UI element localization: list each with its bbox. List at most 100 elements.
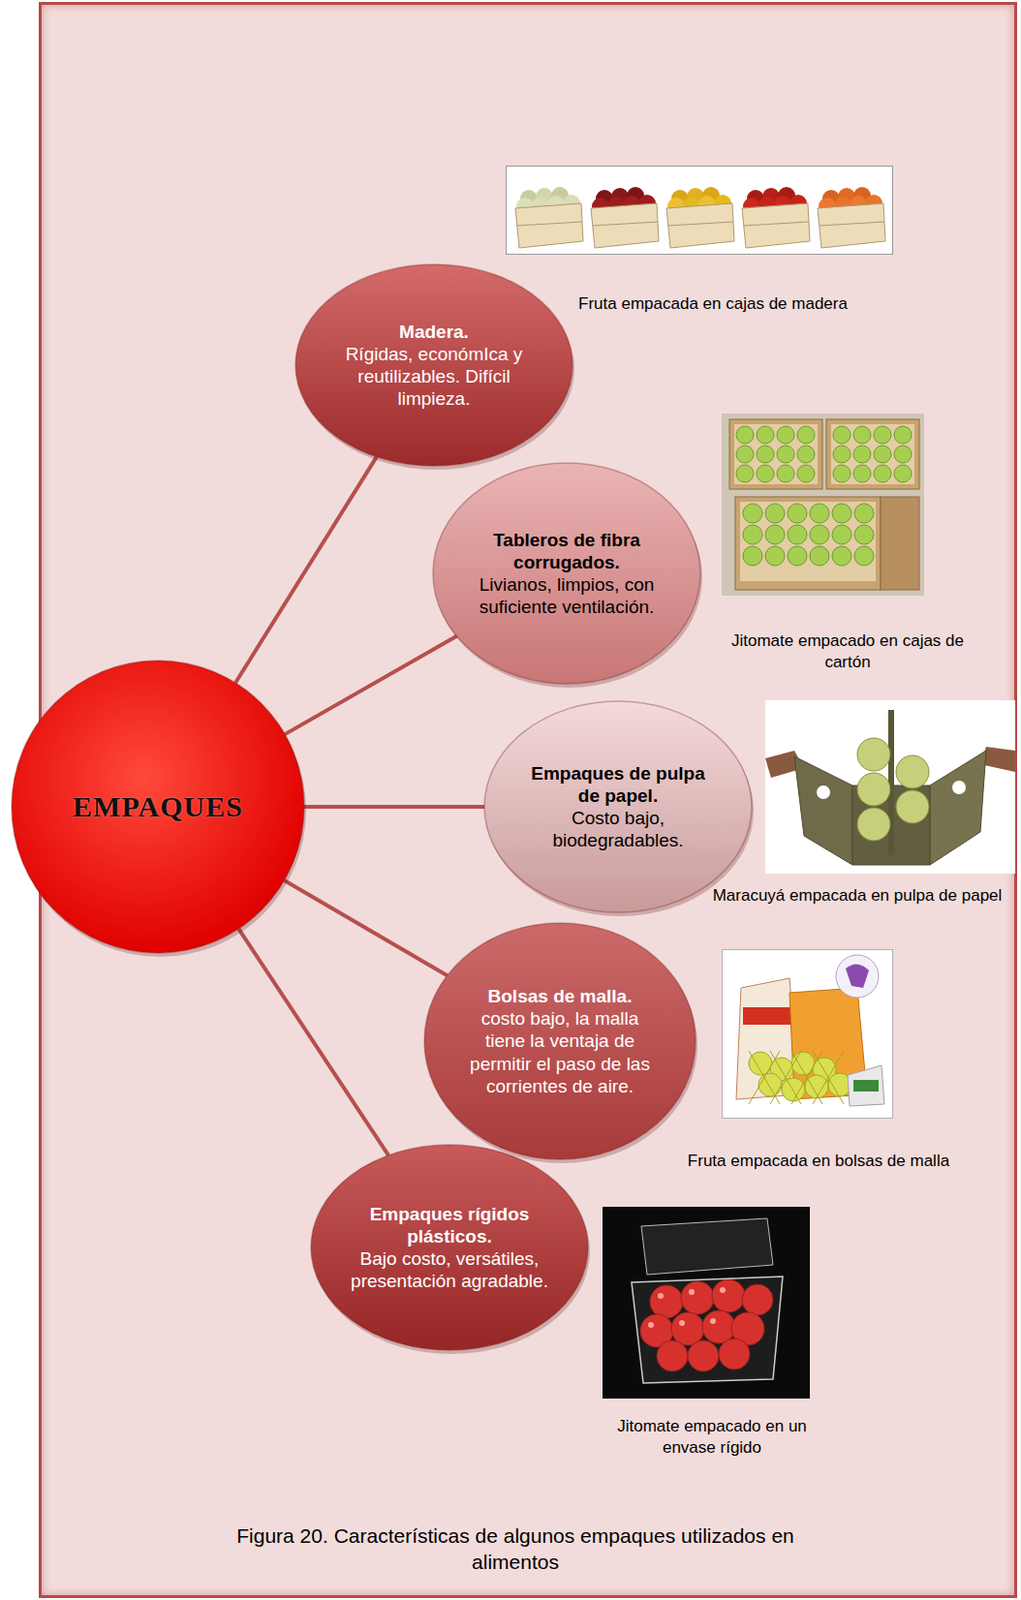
cardboard-box <box>826 419 920 490</box>
cardboard-box <box>873 426 892 444</box>
cardboard-box <box>853 445 871 464</box>
crate <box>590 186 659 248</box>
node-heading: Empaques de pulpa de papel. <box>520 762 717 807</box>
connector-line <box>238 928 389 1156</box>
ellipse-shape <box>431 461 703 686</box>
cardboard-box <box>740 501 876 582</box>
cardboard-box <box>873 464 892 483</box>
tray-side <box>794 756 853 866</box>
shape-fill <box>310 1144 588 1351</box>
photo-caption: Fruta empacada en bolsas de malla <box>678 1150 960 1173</box>
rigid-container-photo <box>602 1206 810 1399</box>
cardboard-box <box>736 426 754 444</box>
cardboard-box <box>809 525 830 545</box>
cardboard-box <box>831 424 915 485</box>
cardboard-box <box>832 525 852 545</box>
cardboard-box <box>756 464 774 483</box>
cardboard-box <box>880 496 920 590</box>
shape-fill <box>433 463 701 684</box>
shape-fill <box>424 923 696 1160</box>
pulp-tray-photo <box>765 700 1016 874</box>
cardboard-box <box>854 546 874 566</box>
crate <box>743 221 809 226</box>
crate <box>515 203 584 248</box>
passion-fruit <box>857 738 891 772</box>
cardboard-box <box>729 419 823 490</box>
node-body: Costo bajo, biodegradables. <box>520 806 717 852</box>
cardboard-box <box>736 426 815 483</box>
node-heading: Bolsas de malla. <box>460 985 660 1008</box>
cardboard-boxes-photo <box>721 413 925 596</box>
cardboard-box <box>729 419 823 490</box>
crate <box>819 221 885 226</box>
cardboard-box <box>826 419 920 490</box>
rigid-container-photo <box>602 1206 810 1399</box>
ellipse-shape <box>309 1143 590 1353</box>
lid <box>641 1218 774 1275</box>
cardboard-box <box>787 546 807 566</box>
tray-side <box>929 750 987 866</box>
connector-line <box>235 457 377 683</box>
crate <box>666 186 735 248</box>
passion-fruit <box>857 773 891 806</box>
root-circle: EMPAQUES <box>9 658 307 956</box>
cardboard-box <box>854 503 874 524</box>
cardboard-box <box>787 503 807 524</box>
crate <box>592 221 658 226</box>
cardboard-box <box>797 445 815 464</box>
cardboard-box <box>833 426 912 483</box>
crate <box>817 186 886 248</box>
connector-line <box>304 804 485 809</box>
wooden-crates-photo <box>506 166 894 255</box>
connector-line <box>284 636 457 735</box>
connector-line <box>283 880 447 976</box>
cardboard-box <box>873 445 892 464</box>
cardboard-box <box>742 503 763 524</box>
cardboard-box <box>832 546 852 566</box>
cardboard-box <box>735 496 920 590</box>
node-body: Livianos, limpios, con suficiente ventil… <box>468 573 666 619</box>
ellipse-shape <box>293 262 575 468</box>
node-heading: Empaques rígidos plásticos. <box>347 1203 552 1248</box>
clip <box>845 963 869 989</box>
crate <box>817 203 886 248</box>
cardboard-box <box>854 525 874 545</box>
crate <box>515 186 584 248</box>
passion-fruit <box>857 738 929 841</box>
node-body: costo bajo, la malla tiene la ventaja de… <box>460 1007 660 1098</box>
node-body: Bajo costo, versátiles, presentación agr… <box>347 1247 552 1293</box>
cardboard-box <box>756 445 774 464</box>
cardboard-box <box>765 525 785 545</box>
mesh <box>748 1051 844 1105</box>
category-ellipse: Madera.Rígidas, económIca y reutilizable… <box>293 262 575 468</box>
crate <box>517 221 583 226</box>
shape-fill <box>295 264 573 466</box>
passion-fruit <box>896 790 929 824</box>
bag-label <box>742 1007 792 1025</box>
pulp-tray-photo <box>765 700 1016 874</box>
cardboard-box <box>735 496 881 590</box>
photo-caption: Fruta empacada en cajas de madera <box>519 293 907 315</box>
category-ellipse: Empaques rígidos plásticos.Bajo costo, v… <box>309 1143 590 1353</box>
cardboard-box <box>765 546 785 566</box>
cardboard-box <box>853 426 871 444</box>
fruit <box>781 1078 805 1102</box>
node-text-group: Empaques de pulpa de papel.Costo bajo, b… <box>520 762 717 853</box>
shape-fill <box>11 660 305 954</box>
crate <box>590 203 659 248</box>
tray-hole <box>816 785 831 800</box>
cardboard-box <box>734 424 818 485</box>
passion-fruit <box>857 807 891 841</box>
category-ellipse: Bolsas de malla.costo bajo, la malla tie… <box>422 921 698 1162</box>
cardboard-box <box>797 464 815 483</box>
cardboard-box <box>736 464 754 483</box>
cardboard-box <box>742 525 763 545</box>
node-text-group: Madera.Rígidas, económIca y reutilizable… <box>332 320 536 411</box>
mesh-bags-photo <box>722 950 894 1119</box>
category-ellipse: Tableros de fibra corrugados.Livianos, l… <box>431 461 703 686</box>
photo-caption: Jitomate empacado en un envase rígido <box>595 1416 829 1459</box>
cardboard-box <box>894 426 912 444</box>
cardboard-box <box>853 464 871 483</box>
cardboard-box <box>797 426 815 444</box>
